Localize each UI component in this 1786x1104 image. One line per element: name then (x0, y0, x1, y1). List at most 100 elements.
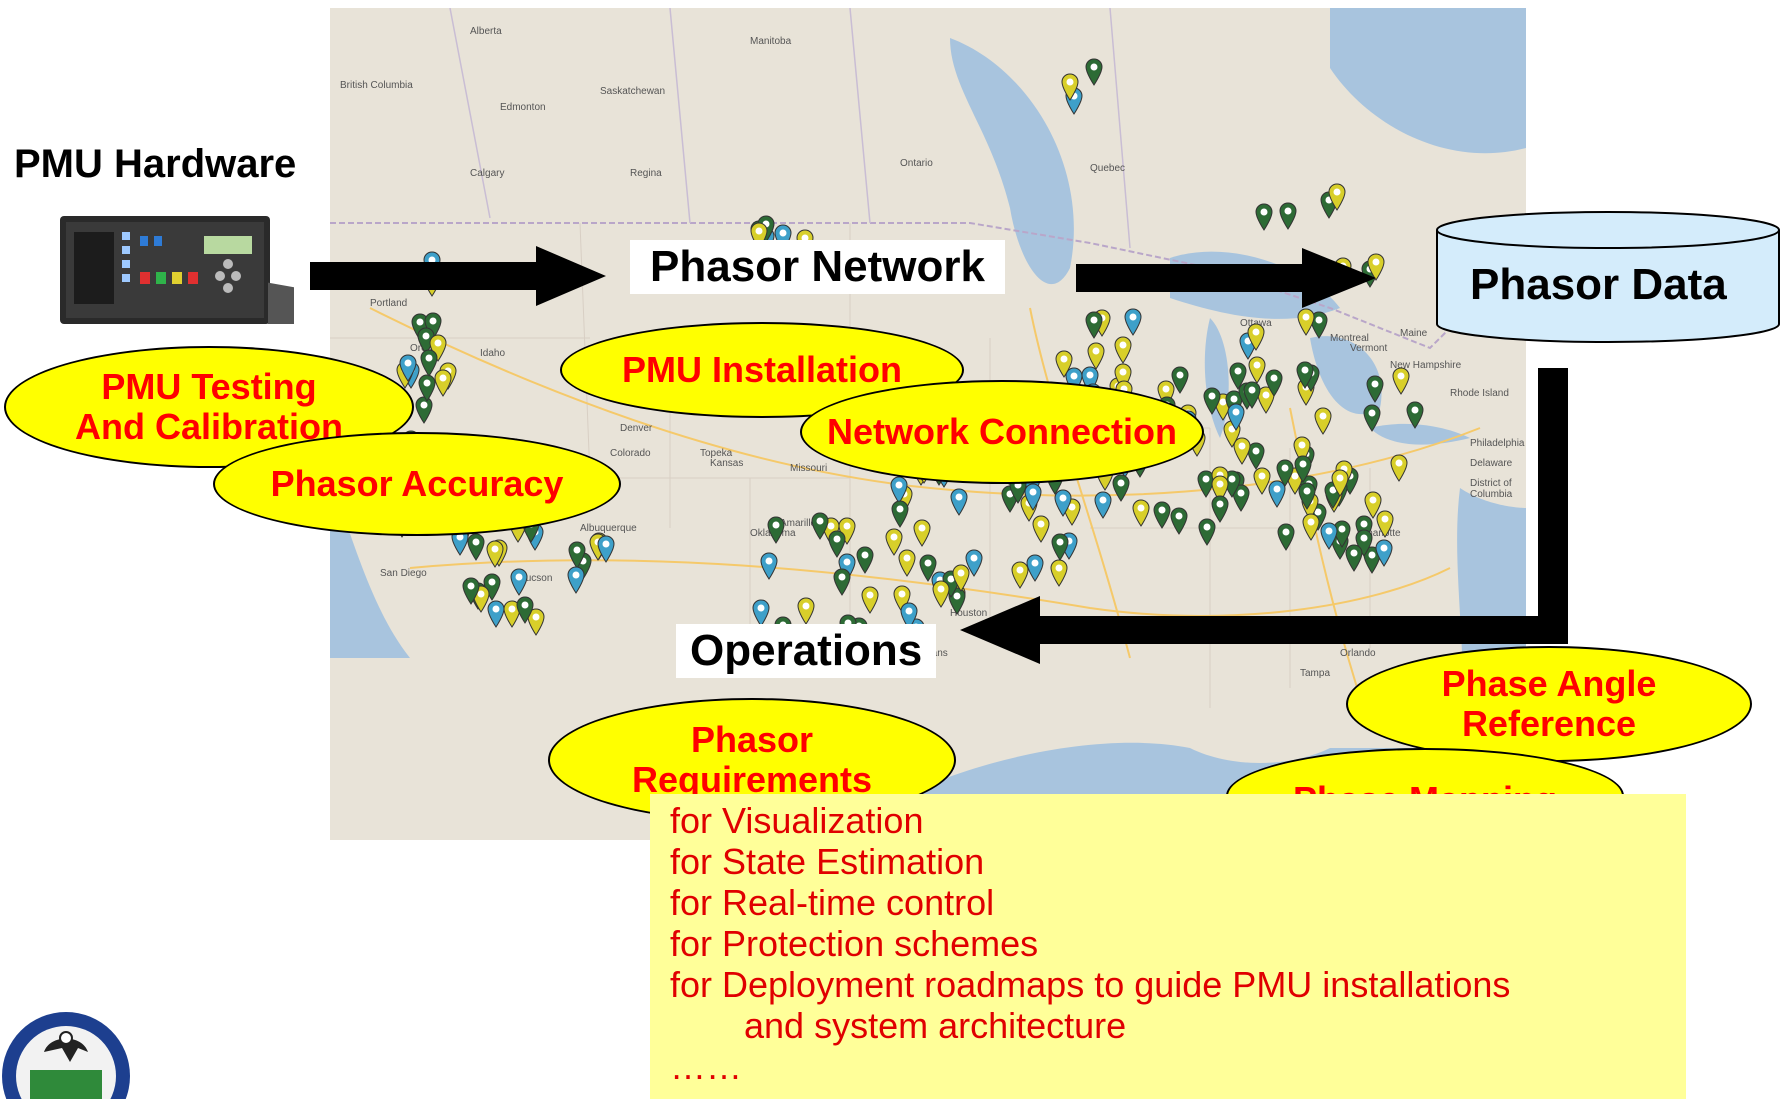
map-place-label: Albuquerque (580, 523, 637, 534)
map-place-label: Orlando (1340, 648, 1376, 659)
map-pin-icon (1331, 469, 1349, 497)
map-place-label: Kansas (710, 458, 744, 469)
map-pin-icon (597, 535, 615, 563)
map-pin-icon (1198, 518, 1216, 547)
map-pin-icon (467, 533, 485, 561)
map-pin-icon (486, 600, 505, 629)
map-pin-icon (833, 568, 851, 596)
map-pin-icon (1296, 361, 1314, 390)
map-pin-icon (1227, 403, 1245, 432)
map-place-label: Ontario (900, 158, 933, 169)
map-pin-icon (891, 500, 909, 528)
lake-winnipeg (950, 38, 1074, 285)
phasor-requirements-line-2: Requirements (631, 759, 873, 800)
map-pin-icon (1050, 559, 1068, 587)
requirement-item-realtime-control: for Real-time control (670, 882, 995, 923)
map-pin-icon (1132, 499, 1150, 527)
map-place-label: Tucson (520, 573, 553, 584)
map-place-label: Saskatchewan (600, 86, 666, 97)
map-place-label: Colorado (610, 448, 651, 459)
network-connection-ellipse: Network Connection (800, 380, 1204, 484)
map-place-label: Vermont (1350, 343, 1388, 354)
map-pin-icon (510, 568, 528, 596)
map-place-label: Regina (630, 168, 662, 179)
map-pin-icon (1247, 323, 1265, 352)
map-pin-icon (1392, 367, 1410, 396)
network-connection-text: Network Connection (826, 411, 1177, 452)
map-pin-icon (1302, 513, 1320, 542)
map-pin-icon (913, 519, 931, 548)
map-pin-icon (1355, 529, 1373, 558)
map-pin-icon (483, 573, 501, 602)
map-pin-icon (1085, 58, 1103, 86)
map-pin-icon (811, 512, 829, 540)
pmu-hardware-label: PMU Hardware (6, 140, 305, 189)
map-pin-icon (434, 369, 452, 398)
phasor-requirements-line-1: Phasor (690, 719, 814, 760)
map-pin-icon (1211, 495, 1229, 523)
map-pin-icon (1367, 253, 1385, 282)
map-pin-icon (1253, 467, 1271, 496)
map-pin-icon (752, 599, 770, 627)
map-pin-icon (462, 577, 480, 605)
map-pin-icon (1051, 533, 1069, 561)
map-pin-icon (1032, 515, 1050, 544)
map-pin-icon (1297, 308, 1315, 337)
map-pin-icon (932, 580, 950, 608)
pmu-testing-line-1: PMU Testing (101, 366, 317, 407)
map-pin-icon (1314, 407, 1332, 435)
lake-huron (1310, 336, 1382, 415)
map-pin-icon (486, 539, 504, 568)
map-place-label: Montreal (1330, 333, 1369, 344)
map-pin-icon (503, 600, 521, 628)
map-pin-icon (1085, 311, 1103, 339)
map-place-label: British Columbia (340, 80, 413, 91)
phase-angle-reference-ellipse: Phase Angle Reference (1346, 646, 1752, 762)
map-pin-icon (1255, 203, 1273, 232)
map-pin-icon (828, 530, 846, 558)
map-pin-icon (1320, 522, 1338, 550)
requirement-item-continuation: and system architecture (744, 1005, 1127, 1046)
hudson-bay (1330, 8, 1526, 154)
operations-label: Operations (676, 624, 937, 678)
map-place-label: Edmonton (500, 102, 546, 113)
phasor-data-label: Phasor Data (1470, 260, 1727, 309)
map-pin-icon (1112, 474, 1130, 503)
arrow-network-to-data (1076, 248, 1386, 308)
map-pin-icon (1375, 539, 1393, 567)
map-pin-icon (1171, 366, 1189, 394)
map-pin-icon (1055, 350, 1073, 378)
map-pin-icon (1054, 489, 1072, 517)
map-place-label: Idaho (480, 348, 506, 359)
map-pin-icon (1026, 554, 1044, 583)
doe-seal-icon (0, 990, 132, 1104)
map-pin-icon (1094, 491, 1112, 519)
map-place-label: Quebec (1090, 163, 1126, 174)
pmu-device-icon (60, 216, 296, 338)
map-pin-icon (760, 552, 778, 581)
requirement-item-protection: for Protection schemes (670, 923, 1039, 964)
map-pin-icon (1170, 507, 1188, 536)
map-pin-icon (1087, 342, 1105, 370)
map-pin-icon (767, 516, 785, 545)
map-pin-icon (420, 349, 438, 377)
phase-angle-line-2: Reference (1461, 703, 1637, 744)
map-pin-icon (1366, 375, 1384, 403)
pmu-testing-line-2: And Calibration (75, 406, 343, 447)
map-place-label: Alberta (470, 26, 502, 37)
map-pin-icon (1114, 336, 1132, 364)
map-place-label: New Hampshire (1390, 360, 1462, 371)
map-place-label: Denver (620, 423, 653, 434)
map-place-label: Topeka (700, 448, 733, 459)
requirement-item-visualization: for Visualization (670, 800, 924, 841)
map-place-label: Philadelphia (1470, 438, 1525, 449)
pacific-ocean (330, 478, 410, 658)
map-place-label: Calgary (470, 168, 505, 179)
map-pin-icon (418, 374, 436, 403)
map-place-label: Maine (1400, 328, 1428, 339)
map-pin-icon (1345, 544, 1363, 572)
requirement-item-deployment: for Deployment roadmaps to guide PMU ins… (670, 964, 1511, 1005)
map-pin-icon (516, 596, 534, 624)
map-pin-icon (1310, 311, 1328, 340)
map-pin-icon (1406, 401, 1424, 429)
